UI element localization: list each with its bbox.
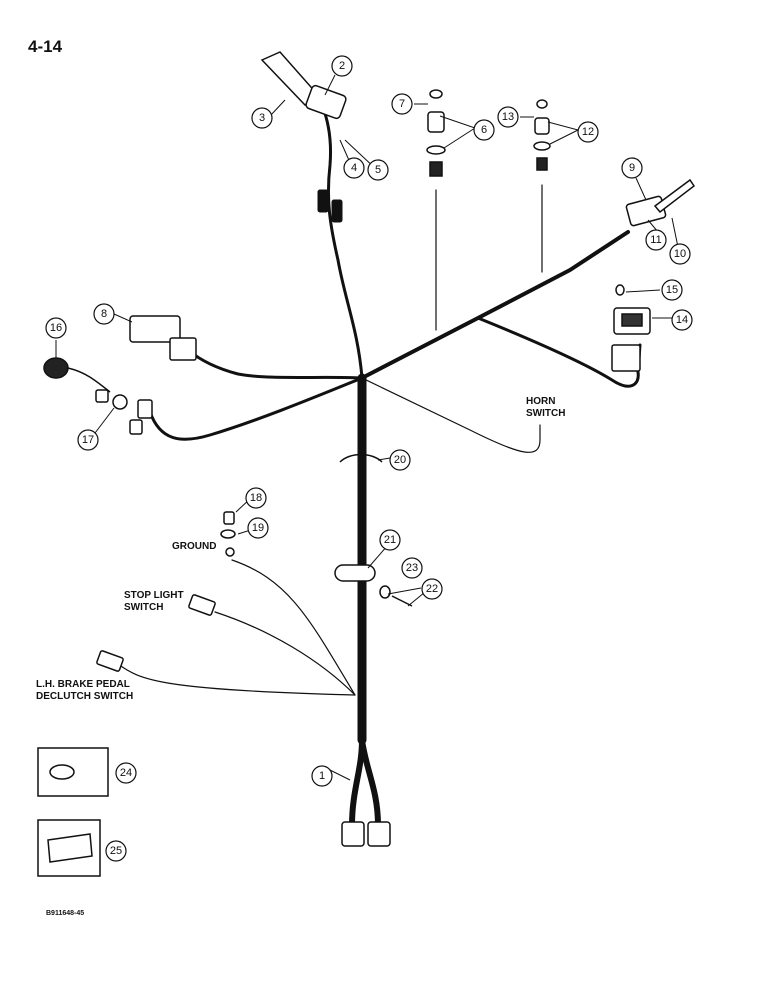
callout-22: 22 [421,578,443,600]
bolt-22 [379,585,413,607]
connector-pair-upper [317,189,343,223]
callout-19: 19 [247,517,269,539]
callout-number: 11 [650,234,661,246]
main-harness-trunk [349,373,381,828]
callout-number: 5 [375,164,381,176]
rocker-switch-14 [611,284,651,372]
sender-16 [43,357,111,403]
callout-number: 7 [399,98,405,110]
callout-11: 11 [645,229,667,251]
callout-12: 12 [577,121,599,143]
callout-18: 18 [245,487,267,509]
screw-18 [220,511,236,557]
stop-light-connector [188,594,216,616]
connector-17 [112,394,153,435]
callout-number: 8 [101,308,107,320]
stop-light-label-line2: SWITCH [124,602,163,613]
callout-6: 6 [473,119,495,141]
callout-5: 5 [367,159,389,181]
brake-label-line2: DECLUTCH SWITCH [36,691,133,702]
callout-number: 2 [339,60,345,72]
callout-15: 15 [661,279,683,301]
horn-switch-label-line2: SWITCH [526,408,565,419]
indicator-lamp-6 [426,89,446,177]
part-24-box [37,747,109,797]
callout-24: 24 [115,762,137,784]
callout-number: 6 [481,124,487,136]
callout-number: 1 [319,770,325,782]
callout-number: 19 [252,522,264,534]
callout-number: 17 [82,434,94,446]
callout-16: 16 [45,317,67,339]
callout-number: 25 [110,845,122,857]
indicator-lamp-12 [533,99,551,171]
callout-number: 15 [666,284,678,296]
callout-9: 9 [621,157,643,179]
page-number: 4-14 [28,37,63,56]
callout-number: 4 [351,162,357,174]
harness-branches [117,103,642,696]
callout-number: 18 [250,492,262,504]
callout-number: 9 [629,162,635,174]
callout-8: 8 [93,303,115,325]
clamp-21 [334,564,376,582]
part-25-box [37,819,101,877]
callout-number: 12 [582,126,594,138]
callout-20: 20 [389,449,411,471]
turn-signal-switch [260,51,347,120]
callout-7: 7 [391,93,413,115]
callout-17: 17 [77,429,99,451]
callout-number: 24 [120,767,132,779]
callout-number: 20 [394,454,406,466]
callout-23: 23 [401,557,423,579]
callouts [55,74,680,781]
callout-14: 14 [671,309,693,331]
callout-number: 22 [426,583,438,595]
switch-9 [625,178,696,227]
callout-number: 21 [384,534,396,546]
ground-label: GROUND [172,541,216,552]
callout-number: 23 [406,562,418,574]
callout-number: 13 [502,111,514,123]
callout-number: 10 [674,248,686,260]
callout-21: 21 [379,529,401,551]
callout-number: 3 [259,112,265,124]
callout-2: 2 [331,55,353,77]
relay-8 [129,315,197,361]
callout-number: 14 [676,314,688,326]
brake-connector [96,650,124,672]
callout-13: 13 [497,106,519,128]
brake-label-line1: L.H. BRAKE PEDAL [36,679,130,690]
callout-25: 25 [105,840,127,862]
figure-code: B911648-45 [46,910,84,917]
callout-number: 16 [50,322,62,334]
callout-1: 1 [311,765,333,787]
callout-4: 4 [343,157,365,179]
bottom-plugs [341,821,391,847]
stop-light-label-line1: STOP LIGHT [124,590,184,601]
callout-3: 3 [251,107,273,129]
callout-10: 10 [669,243,691,265]
horn-switch-label-line1: HORN [526,396,555,407]
